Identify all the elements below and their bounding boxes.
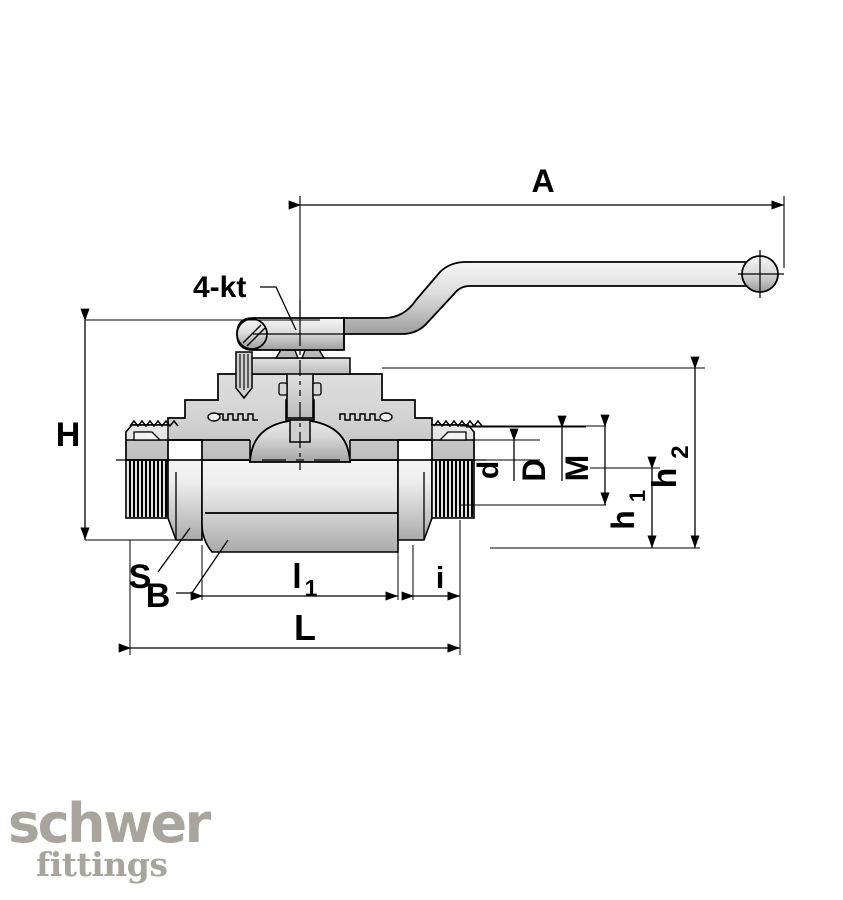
dim-label-B: B bbox=[146, 577, 171, 615]
left-thread-zigzag bbox=[129, 419, 179, 428]
right-hex-nut bbox=[397, 459, 433, 541]
dim-label-h1-main: h bbox=[605, 510, 641, 530]
internal-thread-right bbox=[339, 412, 393, 422]
stem-oring-left bbox=[278, 382, 288, 396]
screw-slot-line-b bbox=[246, 327, 266, 347]
dim-label-h1-sub: 1 bbox=[625, 490, 650, 502]
valve-body-upper-section bbox=[125, 331, 483, 463]
lever-handle bbox=[236, 255, 779, 351]
leader-line-S bbox=[157, 527, 191, 573]
dim-label-H: H bbox=[56, 416, 81, 454]
valve-assembly bbox=[116, 250, 784, 553]
dim-label-h2-sub: 2 bbox=[667, 445, 694, 458]
ball-slot bbox=[289, 419, 311, 443]
internal-thread-left bbox=[207, 412, 258, 422]
right-thread-hatching bbox=[434, 461, 474, 517]
dim-label-A: A bbox=[531, 163, 554, 199]
dim-label-D: D bbox=[516, 458, 552, 481]
dim-label-l1-sub: 1 bbox=[305, 575, 318, 601]
dim-label-h2: h 2 bbox=[646, 445, 694, 488]
dim-label-M: M bbox=[559, 455, 595, 482]
dim-label-i: i bbox=[436, 560, 445, 595]
left-thread-hatching bbox=[128, 461, 168, 517]
dim-label-l1-main: l bbox=[292, 558, 301, 596]
lever-arm bbox=[343, 261, 749, 335]
schwer-fittings-logo: schwer fittings bbox=[8, 792, 228, 896]
dimension-annotations: A H 4-kt d D M h bbox=[56, 163, 785, 655]
screw-slot-line-a bbox=[242, 324, 262, 344]
dim-label-l1: l 1 bbox=[292, 558, 317, 601]
dim-label-h1: h 1 bbox=[605, 490, 650, 530]
right-thread-zigzag bbox=[433, 419, 483, 428]
stem-oring-right bbox=[312, 382, 322, 396]
valve-barrel-outside bbox=[201, 459, 399, 553]
dim-label-4kt: 4-kt bbox=[193, 271, 246, 304]
leader-line-4kt bbox=[260, 286, 297, 331]
dim-label-h2-main: h bbox=[646, 468, 684, 489]
dim-label-d: d bbox=[472, 461, 505, 479]
dim-label-S: S bbox=[129, 558, 152, 596]
valve-body-lower-outside bbox=[125, 459, 475, 553]
dim-label-L: L bbox=[294, 607, 316, 648]
centerlines bbox=[116, 250, 784, 470]
logo-brand-text: schwer bbox=[8, 792, 211, 855]
left-chamfer bbox=[133, 431, 162, 441]
left-hex-nut bbox=[167, 459, 203, 541]
right-chamfer bbox=[438, 431, 467, 441]
logo-tagline-text: fittings bbox=[36, 845, 168, 884]
